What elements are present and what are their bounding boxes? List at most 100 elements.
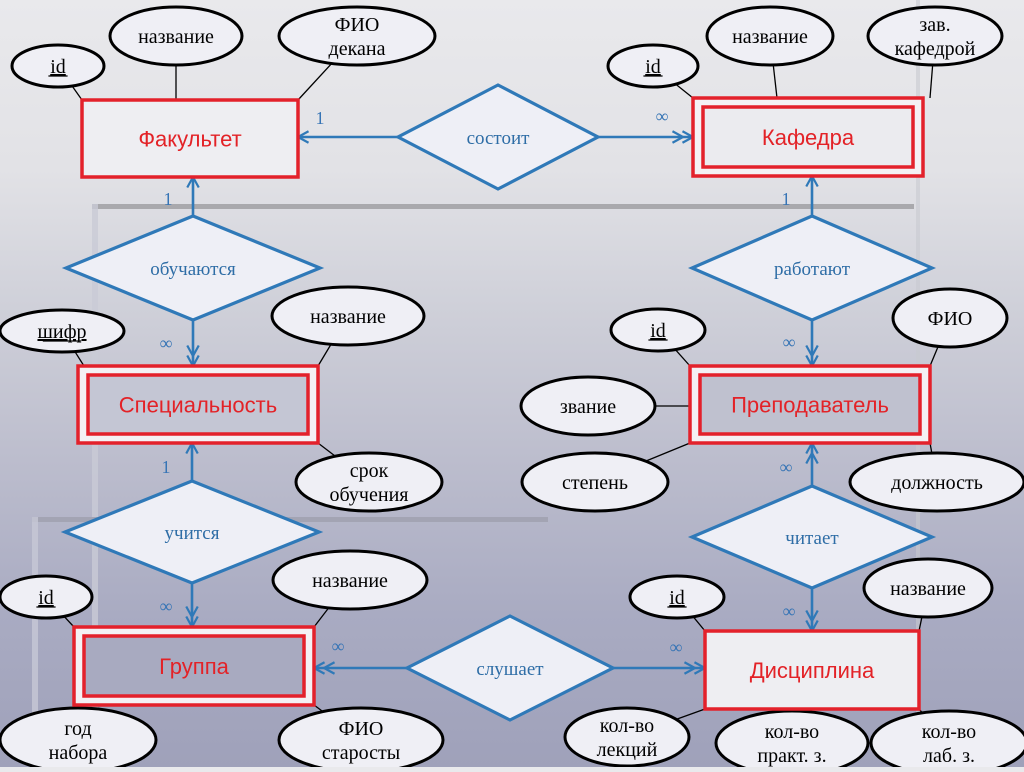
attribute-label: должность [891, 472, 983, 494]
attribute-faculty-1[interactable]: название [110, 7, 242, 65]
attribute-connector-line [676, 709, 705, 719]
attribute-label: название [138, 26, 214, 48]
link-study-faculty[interactable] [187, 177, 199, 216]
cardinality-label: 1 [782, 189, 791, 209]
attribute-group-1[interactable]: название [273, 551, 427, 609]
attribute-label: год [64, 718, 91, 740]
entity-label: Кафедра [762, 125, 855, 150]
link-work-department[interactable] [806, 176, 818, 216]
link-learns-group[interactable] [186, 583, 198, 627]
cardinality-label: ∞ [780, 457, 793, 477]
link-learns-specialty[interactable] [186, 443, 198, 481]
relationship-listens[interactable]: слушает [407, 616, 613, 720]
attribute-specialty-1[interactable]: название [272, 287, 424, 345]
attribute-connector-line [675, 350, 690, 366]
attribute-connector-line [930, 346, 938, 366]
attribute-teacher-1[interactable]: ФИО [893, 289, 1007, 347]
attribute-label: лаб. з. [923, 745, 975, 767]
entity-discipline[interactable]: Дисциплина [705, 631, 919, 709]
attribute-label: степень [562, 472, 628, 494]
attribute-key-label: шифр [37, 321, 86, 343]
relationship-consists[interactable]: состоит [398, 85, 598, 189]
cardinality-label: ∞ [783, 601, 796, 621]
attribute-label: ФИО [339, 718, 384, 740]
relationship-label: учится [165, 523, 220, 544]
attribute-teacher-2[interactable]: звание [521, 377, 655, 435]
relationship-label: работают [774, 259, 851, 280]
link-listens-discipline[interactable] [613, 662, 705, 674]
link-consists-department[interactable] [598, 131, 693, 143]
attribute-connector-line [676, 84, 693, 98]
entity-label: Специальность [119, 393, 277, 418]
attribute-department-1[interactable]: название [707, 7, 833, 65]
attribute-label: название [310, 306, 386, 328]
attribute-department-2[interactable]: зав.кафедрой [868, 7, 1002, 65]
entity-label: Преподаватель [731, 393, 889, 418]
link-reads-teacher[interactable] [806, 443, 818, 486]
attribute-label: ФИО [928, 308, 973, 330]
cardinality-label: ∞ [670, 637, 683, 657]
attribute-label: кафедрой [895, 38, 976, 60]
cardinality-label: 1 [162, 457, 171, 477]
attribute-teacher-3[interactable]: степень [522, 453, 668, 511]
attribute-connector-line [646, 443, 690, 461]
attribute-label: кол-во [600, 715, 654, 737]
attribute-connector-line [773, 65, 777, 98]
entity-group[interactable]: Группа [74, 627, 314, 705]
relationship-label: состоит [467, 128, 531, 149]
attribute-label: название [732, 26, 808, 48]
attribute-label: срок [350, 460, 389, 482]
attribute-label: практ. з. [757, 745, 826, 767]
attribute-teacher-0[interactable]: id [611, 309, 705, 351]
attribute-label: декана [329, 38, 386, 60]
attribute-label: название [312, 570, 388, 592]
attribute-key-label: id [645, 56, 661, 78]
cardinality-label: 1 [316, 108, 325, 128]
attribute-connector-line [693, 617, 705, 631]
cardinality-label: ∞ [783, 332, 796, 352]
link-consists-faculty[interactable] [298, 131, 398, 143]
cardinality-label: ∞ [160, 596, 173, 616]
relationship-work[interactable]: работают [692, 216, 932, 320]
attribute-label: обучения [330, 484, 409, 506]
link-listens-group[interactable] [314, 662, 407, 674]
link-work-teacher[interactable] [806, 320, 818, 366]
attribute-specialty-0[interactable]: шифр [0, 310, 124, 352]
relationship-label: обучаются [150, 259, 236, 280]
entity-specialty[interactable]: Специальность [78, 366, 318, 443]
attribute-connector-line [930, 65, 933, 98]
attribute-group-0[interactable]: id [0, 576, 92, 618]
attribute-key-label: id [38, 587, 54, 609]
entity-label: Факультет [138, 127, 241, 152]
attribute-label: лекций [597, 739, 658, 761]
attribute-teacher-4[interactable]: должность [850, 453, 1024, 511]
attribute-connector-line [72, 86, 82, 100]
attribute-discipline-0[interactable]: id [630, 576, 724, 618]
entity-faculty[interactable]: Факультет [82, 100, 298, 177]
attribute-connector-line [318, 443, 335, 456]
entity-label: Дисциплина [750, 658, 875, 683]
attribute-discipline-1[interactable]: название [864, 559, 992, 617]
entity-teacher[interactable]: Преподаватель [690, 366, 930, 443]
attribute-connector-line [298, 63, 332, 100]
attribute-department-0[interactable]: id [608, 45, 698, 87]
link-study-specialty[interactable] [187, 320, 199, 366]
attribute-label: старосты [322, 742, 400, 764]
attribute-label: звание [560, 396, 616, 418]
entity-label: Группа [159, 654, 229, 679]
attribute-label: кол-во [765, 721, 819, 743]
attribute-label: зав. [919, 14, 950, 36]
cardinality-label: ∞ [160, 333, 173, 353]
link-reads-discipline[interactable] [806, 588, 818, 631]
attribute-key-label: id [50, 56, 66, 78]
entity-department[interactable]: Кафедра [693, 98, 923, 176]
attribute-faculty-0[interactable]: id [12, 45, 104, 87]
